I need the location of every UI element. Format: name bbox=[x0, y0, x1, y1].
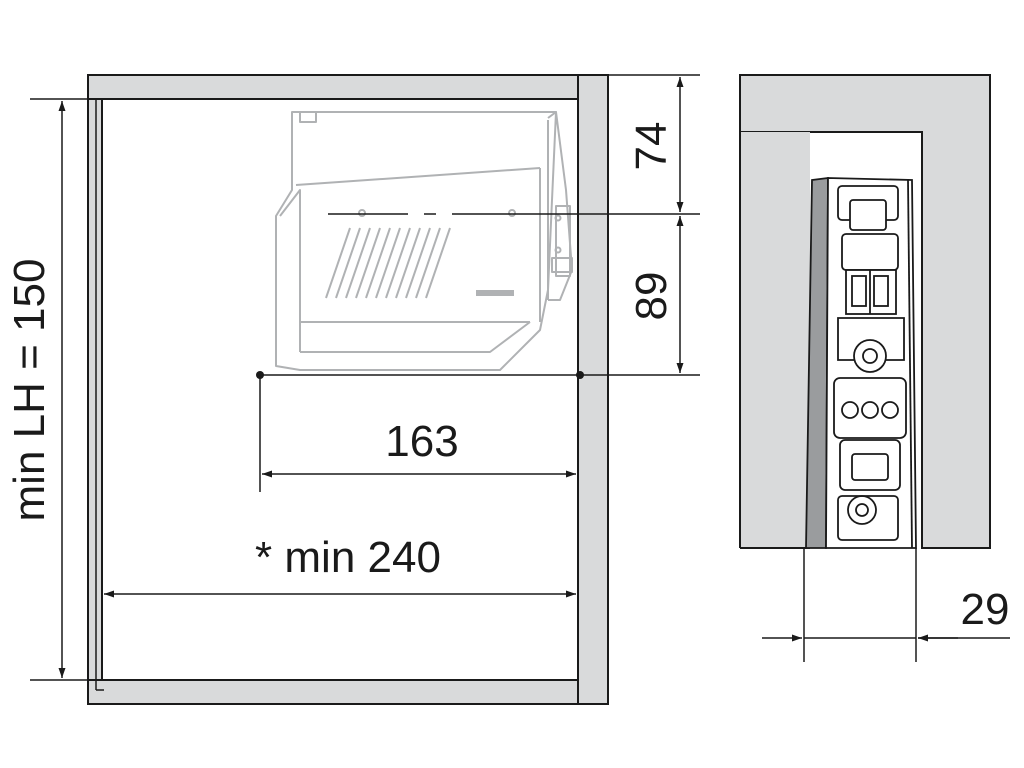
detail-lower-panel bbox=[740, 132, 810, 548]
detail-mechanism bbox=[805, 176, 917, 549]
reference-point-right bbox=[576, 371, 584, 379]
dim-29-label: 29 bbox=[961, 585, 1010, 634]
cabinet-right-panel bbox=[577, 74, 609, 705]
blum-logo-mark bbox=[476, 290, 514, 296]
dim-89-label: 89 bbox=[627, 272, 676, 321]
lift-mechanism-outline bbox=[275, 111, 573, 371]
min-lh-label: min LH = 150 bbox=[5, 259, 54, 522]
dim-74-label: 74 bbox=[627, 122, 676, 171]
side-detail-view: 29 bbox=[739, 74, 1010, 662]
dimension-lines bbox=[30, 74, 700, 681]
cabinet-top-panel bbox=[87, 74, 579, 100]
cabinet-left-panel bbox=[87, 98, 103, 681]
cabinet-bottom-panel bbox=[87, 679, 579, 705]
dim-163-label: 163 bbox=[385, 417, 458, 466]
dim-240-label: * min 240 bbox=[255, 533, 441, 582]
reference-point-left bbox=[256, 371, 264, 379]
